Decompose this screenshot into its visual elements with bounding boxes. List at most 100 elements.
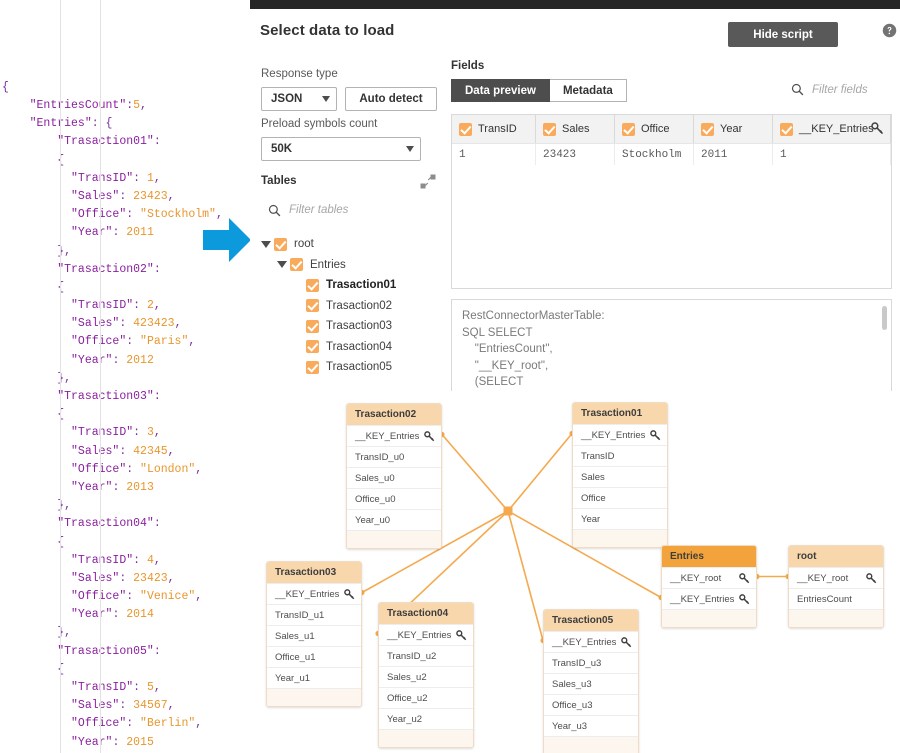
script-scrollbar-thumb[interactable] bbox=[882, 306, 887, 330]
code-line: "Entries": { bbox=[30, 117, 113, 131]
checkbox-checked-icon[interactable] bbox=[780, 122, 793, 136]
tree-item-label: Trasaction02 bbox=[326, 299, 393, 312]
checkbox-checked-icon[interactable] bbox=[306, 319, 319, 333]
checkbox-checked-icon[interactable] bbox=[543, 122, 556, 136]
diagram-table-title: Trasaction04 bbox=[379, 603, 473, 624]
tree-item-trasaction03[interactable]: Trasaction03 bbox=[261, 316, 436, 337]
diagram-field-label: Office_u3 bbox=[552, 699, 593, 711]
tree-item-trasaction04[interactable]: Trasaction04 bbox=[261, 337, 436, 358]
diagram-field-row: TransID bbox=[573, 445, 667, 466]
right-panel: Select data to load Hide script Response… bbox=[250, 0, 900, 753]
diagram-field-label: Office bbox=[581, 492, 606, 504]
table-cell: Stockholm bbox=[615, 144, 694, 165]
diagram-field-label: __KEY_Entries bbox=[552, 636, 617, 648]
diagram-field-label: Office_u2 bbox=[387, 692, 428, 704]
tables-section-header: Tables bbox=[261, 175, 297, 187]
search-icon bbox=[268, 204, 281, 217]
diagram-field-row: Year_u1 bbox=[267, 667, 361, 688]
diagram-field-label: Sales_u0 bbox=[355, 472, 395, 484]
diagram-table-entries[interactable]: Entries__KEY_root__KEY_Entries bbox=[661, 545, 757, 628]
tree-item-trasaction02[interactable]: Trasaction02 bbox=[261, 296, 436, 317]
preload-symbols-label: Preload symbols count bbox=[261, 118, 378, 130]
column-header-sales[interactable]: Sales bbox=[536, 115, 615, 143]
column-header---key-entries[interactable]: __KEY_Entries bbox=[773, 115, 891, 143]
diagram-field-row: Sales bbox=[573, 466, 667, 487]
column-header-label: TransID bbox=[478, 123, 517, 135]
code-line: "TransID": 3, bbox=[71, 426, 161, 440]
diagram-field-label: TransID_u1 bbox=[275, 609, 325, 621]
caret-down-icon[interactable] bbox=[277, 261, 287, 269]
checkbox-checked-icon[interactable] bbox=[290, 258, 303, 272]
table-cell: 1 bbox=[773, 144, 891, 165]
key-icon bbox=[739, 593, 750, 605]
diagram-table-footer bbox=[347, 530, 441, 548]
filter-fields-input[interactable]: Filter fields bbox=[791, 83, 868, 96]
diagram-field-row: Sales_u1 bbox=[267, 625, 361, 646]
checkbox-checked-icon[interactable] bbox=[459, 122, 472, 136]
key-icon bbox=[344, 588, 355, 600]
tree-item-entries[interactable]: Entries bbox=[261, 255, 436, 276]
filter-tables-input[interactable]: Filter tables bbox=[268, 201, 428, 219]
json-source-pane: { "EntriesCount":5, "Entries": { "Trasac… bbox=[0, 0, 250, 753]
checkbox-checked-icon[interactable] bbox=[701, 122, 714, 136]
key-icon bbox=[650, 429, 661, 441]
diagram-field-label: __KEY_Entries bbox=[581, 429, 646, 441]
code-line: "TransID": 2, bbox=[71, 299, 161, 313]
tree-item-trasaction01[interactable]: Trasaction01 bbox=[261, 275, 436, 296]
tree-item-root[interactable]: root bbox=[261, 234, 436, 255]
select-data-dialog: Select data to load Hide script Response… bbox=[250, 9, 900, 394]
diagram-table-footer bbox=[573, 529, 667, 547]
diagram-field-row: Sales_u2 bbox=[379, 666, 473, 687]
key-icon bbox=[456, 629, 467, 641]
checkbox-checked-icon[interactable] bbox=[274, 237, 287, 251]
checkbox-checked-icon[interactable] bbox=[622, 122, 635, 136]
checkbox-checked-icon[interactable] bbox=[306, 278, 319, 292]
diagram-field-label: Office_u1 bbox=[275, 651, 316, 663]
chevron-down-icon bbox=[322, 96, 330, 102]
checkbox-checked-icon[interactable] bbox=[306, 360, 319, 374]
tree-item-label: Trasaction01 bbox=[326, 279, 397, 292]
diagram-field-label: TransID_u3 bbox=[552, 657, 602, 669]
diagram-table-footer bbox=[379, 729, 473, 747]
key-icon bbox=[739, 572, 750, 584]
code-line: "Year": 2015 bbox=[71, 735, 154, 749]
caret-down-icon[interactable] bbox=[261, 240, 271, 248]
response-type-select[interactable]: JSON bbox=[261, 87, 337, 111]
column-header-label: Office bbox=[641, 123, 670, 135]
diagram-field-row: Year_u2 bbox=[379, 708, 473, 729]
checkbox-checked-icon[interactable] bbox=[306, 340, 319, 354]
code-line: "Trasaction02": bbox=[57, 262, 161, 276]
hide-script-button[interactable]: Hide script bbox=[728, 22, 838, 47]
column-header-year[interactable]: Year bbox=[694, 115, 773, 143]
diagram-field-label: Sales bbox=[581, 471, 605, 483]
table-cell: 2011 bbox=[694, 144, 773, 165]
diagram-field-label: Year_u1 bbox=[275, 672, 311, 684]
fields-section-header: Fields bbox=[451, 60, 485, 72]
expand-collapse-icon[interactable] bbox=[418, 172, 438, 192]
checkbox-checked-icon[interactable] bbox=[306, 299, 319, 313]
code-line: "Sales": 423423, bbox=[71, 317, 182, 331]
code-line: "Sales": 34567, bbox=[71, 699, 175, 713]
column-header-office[interactable]: Office bbox=[615, 115, 694, 143]
json-code-lines: { "EntriesCount":5, "Entries": { "Trasac… bbox=[2, 79, 250, 753]
script-line: "__KEY_root", bbox=[462, 359, 549, 372]
code-line: { bbox=[2, 406, 250, 424]
tab-metadata[interactable]: Metadata bbox=[549, 79, 627, 102]
diagram-field-row: __KEY_Entries bbox=[662, 588, 756, 609]
tab-data-preview[interactable]: Data preview bbox=[451, 79, 550, 102]
auto-detect-button[interactable]: Auto detect bbox=[345, 87, 437, 111]
diagram-field-label: __KEY_Entries bbox=[275, 588, 340, 600]
help-circle-icon[interactable] bbox=[882, 23, 897, 38]
key-icon bbox=[866, 572, 877, 584]
tree-item-trasaction05[interactable]: Trasaction05 bbox=[261, 357, 436, 378]
diagram-field-row: TransID_u2 bbox=[379, 645, 473, 666]
column-header-transid[interactable]: TransID bbox=[452, 115, 536, 143]
preload-symbols-select[interactable]: 50K bbox=[261, 137, 421, 161]
